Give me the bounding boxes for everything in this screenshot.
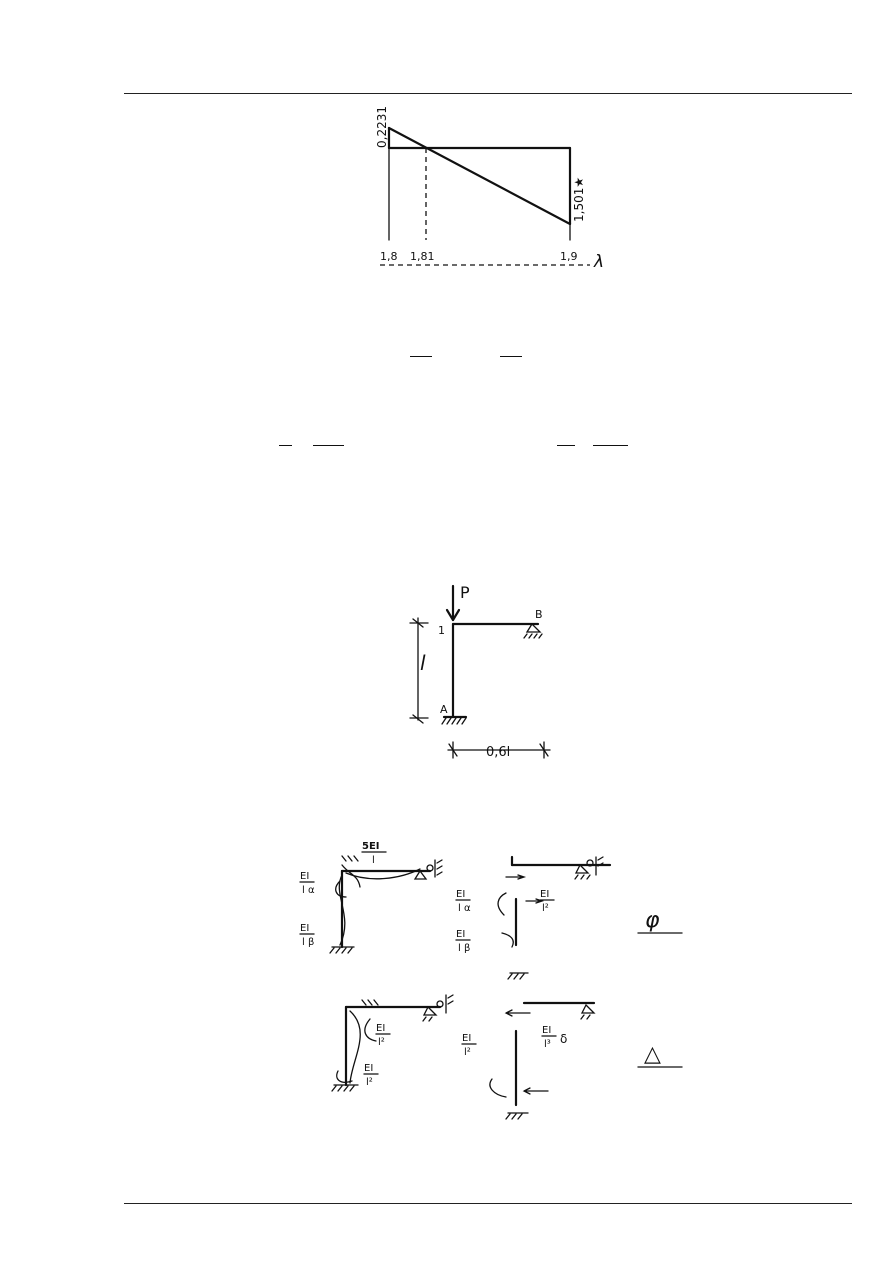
trans-fb-right-ei: EI [542, 1025, 551, 1036]
lambda-diagram: 0,2231 1,501★ 1,8 1,81 1,9 λ [375, 106, 604, 272]
beta-ei-label: EI [300, 923, 309, 934]
equation-bar [593, 445, 628, 446]
trans-fb-delta: δ [560, 1032, 567, 1046]
tick-label-1-8: 1,8 [380, 250, 398, 263]
phi-symbol: φ [645, 908, 660, 933]
alpha-den-label: l α [302, 885, 315, 896]
rot-beta-ei: EI [456, 929, 465, 940]
header-rule [124, 93, 852, 94]
right-value-label: 1,501★ [572, 177, 586, 222]
trans-lower-den: l² [366, 1077, 373, 1088]
translation-deformed-frame [331, 994, 454, 1092]
rot-alpha-ei: EI [456, 889, 465, 900]
delta-symbol: △ [644, 1042, 661, 1067]
trans-fb-right-den: l³ [544, 1039, 551, 1050]
left-value-label: 0,2231 [375, 106, 389, 148]
coef-5ei-label: 5EI [362, 841, 380, 852]
beta-den-label: l β [302, 937, 314, 948]
rotation-free-body [497, 855, 612, 980]
rotation-deformed-frame [329, 855, 443, 954]
frame-diagram: P 1 A B l 0,6l [409, 583, 551, 760]
unit-states-diagram: 5EI l EI l α EI l β EI l α EI l β EI l² … [299, 841, 683, 1120]
span-label: 0,6l [486, 745, 510, 760]
height-label: l [420, 651, 426, 675]
rot-delta-den: l² [542, 903, 549, 914]
alpha-ei-label: EI [300, 871, 309, 882]
lambda-symbol: λ [593, 252, 604, 272]
equation-bar [557, 445, 575, 446]
node-b-label: B [535, 608, 543, 621]
trans-upper-ei: EI [376, 1023, 385, 1034]
rot-delta-ei: EI [540, 889, 549, 900]
translation-free-body [489, 1001, 596, 1120]
pin-support [525, 622, 542, 633]
rot-alpha-den: l α [458, 903, 471, 914]
node-1-label: 1 [438, 624, 445, 637]
node-a-label: A [440, 703, 448, 716]
equation-bar [313, 445, 344, 446]
tick-label-1-9: 1,9 [560, 250, 578, 263]
load-label: P [460, 583, 470, 602]
trans-fb-left-den: l² [464, 1047, 471, 1058]
trans-fb-left-ei: EI [462, 1033, 471, 1044]
tick-label-1-81: 1,81 [410, 250, 435, 263]
diagram-diagonal [387, 126, 572, 226]
equation-bar [410, 356, 432, 357]
footer-rule [124, 1203, 852, 1204]
trans-lower-ei: EI [364, 1063, 373, 1074]
equation-bar [279, 445, 292, 446]
coef-5ei-den: l [372, 855, 375, 866]
trans-upper-den: l² [378, 1037, 385, 1048]
rot-beta-den: l β [458, 943, 470, 954]
equation-bar [500, 356, 522, 357]
